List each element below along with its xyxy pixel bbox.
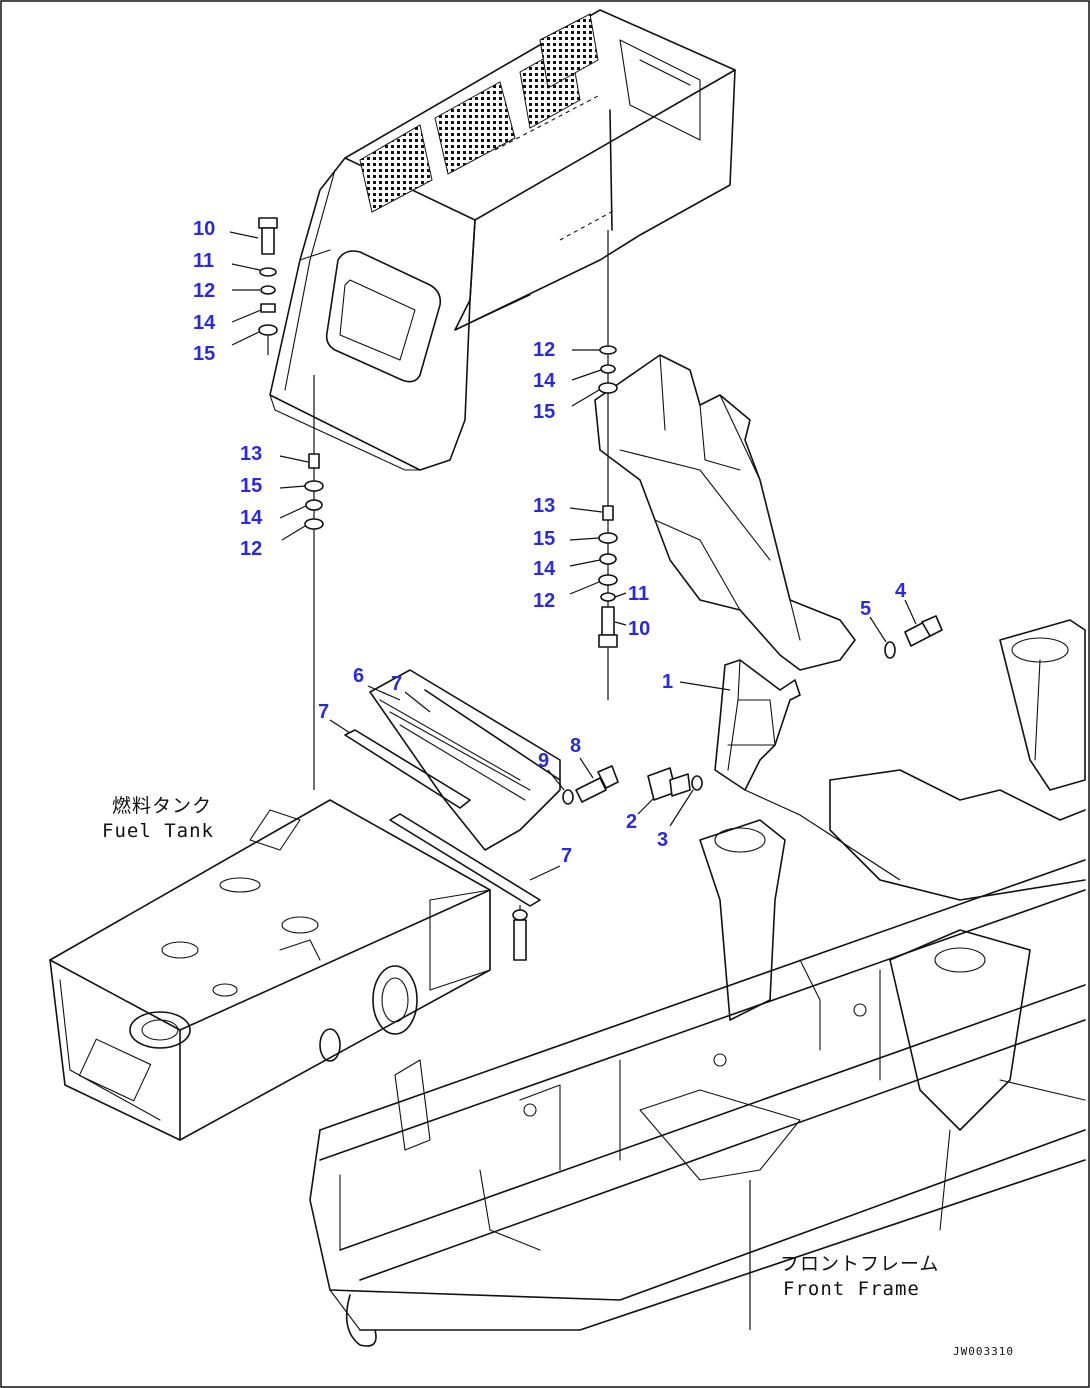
bolt-8-assembly <box>562 765 619 805</box>
callout-8: 8 <box>570 735 581 757</box>
callout-7: 7 <box>318 701 329 723</box>
callout-11: 11 <box>193 250 214 272</box>
callout-13: 13 <box>240 443 262 465</box>
callout-11: 11 <box>628 583 649 605</box>
callout-numbers: 10 11 12 14 15 13 15 14 12 12 14 15 13 1… <box>193 218 907 867</box>
callout-12: 12 <box>193 280 215 302</box>
callout-14: 14 <box>533 370 556 392</box>
callout-9: 9 <box>538 750 549 772</box>
callout-14: 14 <box>193 312 216 334</box>
callout-2: 2 <box>626 811 637 833</box>
callout-10: 10 <box>628 618 650 640</box>
callout-12: 12 <box>533 590 555 612</box>
front-frame-label-en: Front Frame <box>783 1278 920 1300</box>
text-labels: 燃料タンク Fuel Tank フロントフレーム Front Frame JW0… <box>102 795 1014 1358</box>
front-frame-label-jp: フロントフレーム <box>780 1253 939 1275</box>
callout-5: 5 <box>860 598 871 620</box>
bolt-4-assembly <box>884 615 943 659</box>
callout-15: 15 <box>533 401 555 423</box>
callout-10: 10 <box>193 218 215 240</box>
bolt-2-assembly <box>647 767 703 801</box>
callout-4: 4 <box>895 580 907 602</box>
callout-12: 12 <box>533 339 555 361</box>
cover-plate-1 <box>714 659 901 881</box>
drawing-code: JW003310 <box>953 1345 1014 1358</box>
fuel-tank-label-jp: 燃料タンク <box>112 795 212 817</box>
fuel-tank <box>49 799 491 1141</box>
callout-3: 3 <box>657 829 668 851</box>
callout-leaders <box>229 231 917 881</box>
left-mount-stack <box>258 217 324 790</box>
callout-14: 14 <box>533 558 556 580</box>
callout-13: 13 <box>533 495 555 517</box>
callout-1: 1 <box>662 671 673 693</box>
callout-12: 12 <box>240 538 262 560</box>
callout-15: 15 <box>533 528 555 550</box>
front-frame <box>309 619 1086 1347</box>
callout-15: 15 <box>240 475 262 497</box>
callout-7: 7 <box>561 845 572 867</box>
callout-6: 6 <box>353 665 364 687</box>
cab-hood-assembly <box>269 9 736 471</box>
callout-15: 15 <box>193 343 215 365</box>
callout-7: 7 <box>391 673 402 695</box>
cover-6 <box>344 669 561 961</box>
fuel-tank-label-en: Fuel Tank <box>102 820 214 842</box>
callout-14: 14 <box>240 507 263 529</box>
